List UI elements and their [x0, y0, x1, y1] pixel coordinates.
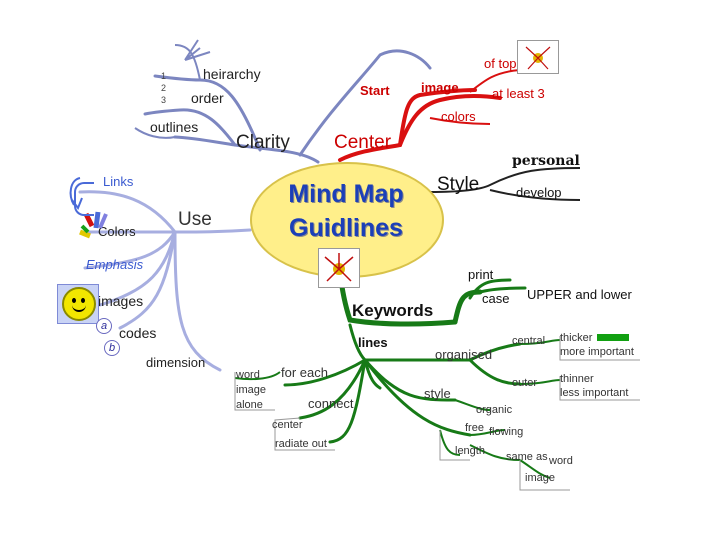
thick-line-sample [597, 334, 629, 341]
center-start: Start [360, 83, 390, 98]
kw-case: case [482, 291, 510, 306]
kw-lines: lines [358, 335, 388, 350]
center-at-least: at least 3 [492, 86, 545, 101]
kw-image2: image [525, 472, 555, 484]
number-1: 1 [161, 71, 167, 81]
kw-radiate-out: radiate out [275, 438, 327, 450]
kw-style: style [424, 386, 451, 401]
kw-more-important: more important [560, 346, 634, 358]
kw-thicker: thicker [560, 332, 593, 344]
clarity-outlines: outlines [150, 119, 199, 135]
kw-word2: word [549, 455, 573, 467]
kw-free: free [465, 422, 484, 434]
central-title-line2: Guidlines [289, 214, 403, 242]
kw-alone: alone [236, 399, 263, 411]
number-3: 3 [161, 95, 167, 105]
use-emphasis: Emphasis [86, 257, 144, 272]
clarity-hierarchy: heirarchy [203, 66, 261, 82]
code-b-icon: b [104, 340, 120, 356]
branch-use: Use [178, 209, 212, 230]
brain-sketch-icon [318, 248, 360, 288]
use-colors: Colors [98, 224, 136, 239]
kw-same-as: same as [506, 451, 548, 463]
kw-print: print [468, 267, 494, 282]
use-dimension: dimension [146, 355, 206, 370]
kw-upper-lower: UPPER and lower [527, 287, 632, 302]
center-of-topic: of topic [484, 56, 526, 71]
branch-center: Center [334, 132, 392, 153]
branch-keywords: Keywords [352, 301, 434, 320]
kw-organised: organised [435, 347, 493, 362]
brain-sketch-small-icon [517, 40, 559, 74]
link-arrow-icon [74, 182, 94, 216]
branch-clarity: Clarity [236, 132, 290, 153]
kw-outer: outer [512, 377, 538, 389]
kw-word: word [236, 369, 260, 381]
use-images: images [98, 293, 144, 309]
kw-connect: connect [308, 396, 354, 411]
use-links: Links [103, 174, 134, 189]
kw-organic: organic [476, 404, 513, 416]
kw-length: length [455, 445, 485, 457]
clarity-order: order [191, 90, 224, 106]
kw-thinner: thinner [560, 373, 594, 385]
kw-image: image [236, 384, 266, 396]
center-colors: colors [441, 109, 476, 124]
use-codes: codes [119, 325, 157, 341]
number-2: 2 [161, 83, 167, 93]
kw-central: central [512, 335, 546, 347]
kw-flowing: flowing [489, 426, 524, 438]
central-title-line1: Mind Map [288, 180, 404, 208]
color-pencils-icon [79, 211, 108, 239]
kw-center: center [272, 419, 303, 431]
branch-style: Style [437, 174, 480, 195]
style-personal: personal [512, 153, 580, 169]
smiley-icon [62, 287, 96, 321]
kw-less-important: less important [560, 387, 629, 399]
style-develop: develop [516, 185, 562, 200]
kw-for-each: for each [281, 365, 328, 380]
code-a-icon: a [96, 318, 112, 334]
center-image: image [421, 80, 459, 95]
